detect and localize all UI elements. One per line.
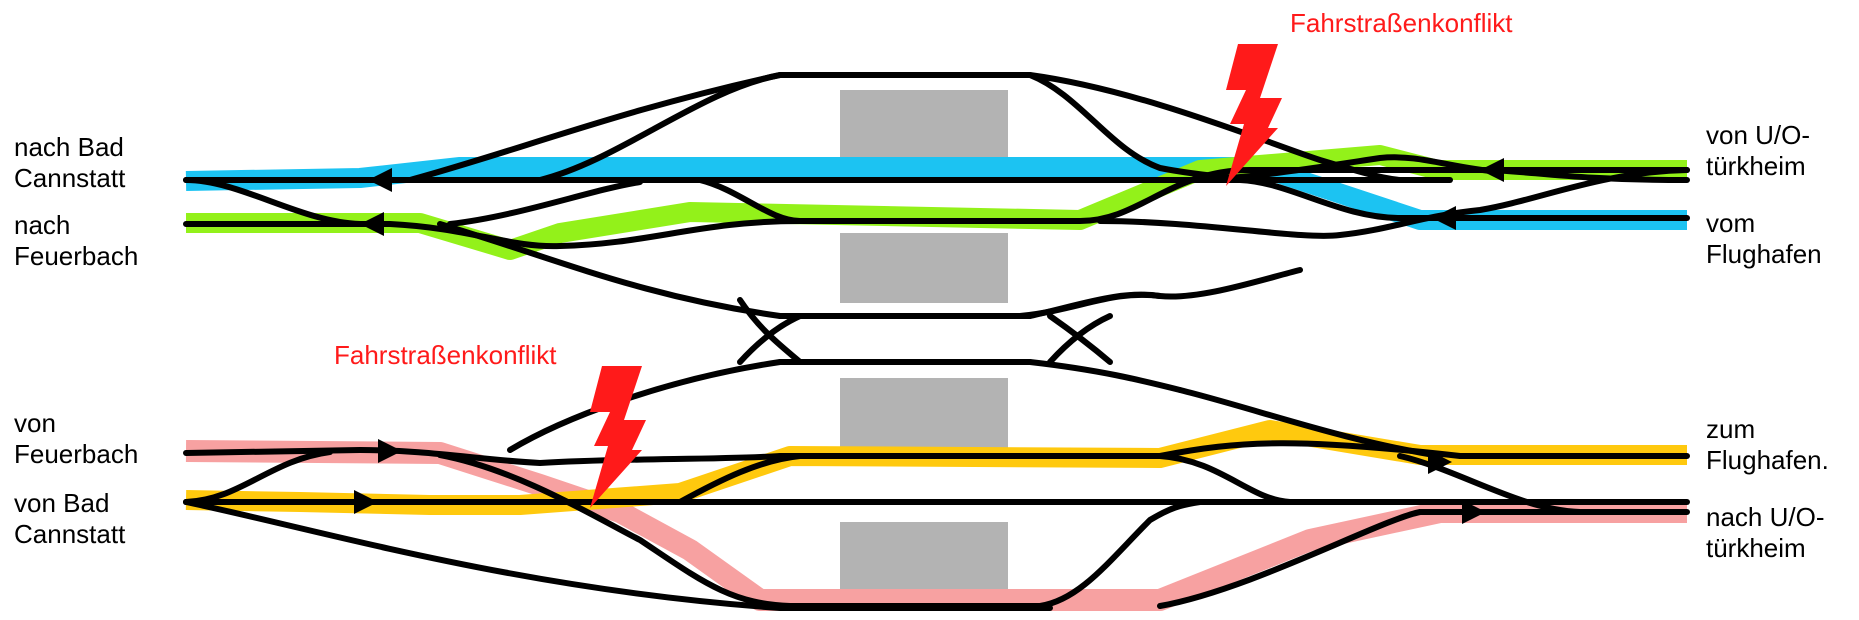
conflict-markers xyxy=(590,44,1282,508)
track xyxy=(737,313,803,365)
conflict-label-bottom: Fahrstraßenkonflikt xyxy=(334,340,557,370)
label-nach-feuerbach: nach Feuerbach xyxy=(14,210,139,271)
track xyxy=(183,449,333,505)
arrow-right-icon xyxy=(1428,450,1452,474)
label-von-bad-cannstatt: von Bad Cannstatt xyxy=(14,488,126,549)
track xyxy=(1397,453,1583,515)
track xyxy=(447,179,643,227)
track xyxy=(183,177,363,227)
lightning-bolt-icon xyxy=(1226,44,1282,186)
track xyxy=(537,72,1253,183)
track xyxy=(1157,509,1690,609)
arrow-left-icon xyxy=(360,212,384,236)
track xyxy=(1047,313,1113,365)
track xyxy=(183,440,1690,466)
track xyxy=(697,177,803,224)
tracks xyxy=(183,72,1690,611)
arrow-right-icon xyxy=(354,490,378,514)
platform-4 xyxy=(840,522,1008,592)
track xyxy=(1027,267,1303,319)
arrow-left-icon xyxy=(368,168,392,192)
platform-3 xyxy=(840,378,1008,448)
label-nach-uo-tuerkheim: nach U/O- türkheim xyxy=(1706,502,1825,563)
platform-1 xyxy=(840,90,1008,160)
track xyxy=(1157,453,1293,505)
platform-2 xyxy=(840,233,1008,303)
arrows xyxy=(354,158,1504,524)
track xyxy=(437,452,1203,609)
label-von-uo-tuerkheim: von U/O- türkheim xyxy=(1706,120,1811,181)
label-nach-bad-cannstatt: nach Bad Cannstatt xyxy=(14,132,126,193)
track xyxy=(183,499,1053,611)
platforms xyxy=(840,90,1008,592)
lightning-bolt-icon xyxy=(590,366,646,508)
track xyxy=(507,359,783,453)
route-green xyxy=(186,145,1687,260)
track xyxy=(1027,72,1403,183)
track xyxy=(1237,177,1403,221)
arrow-left-icon xyxy=(1432,206,1456,230)
track xyxy=(1177,387,1443,459)
conflict-label-top: Fahrstraßenkonflikt xyxy=(1290,8,1513,38)
track xyxy=(677,453,803,505)
arrow-left-icon xyxy=(1480,158,1504,182)
track xyxy=(1097,167,1690,239)
label-vom-flughafen: vom Flughafen xyxy=(1706,208,1822,269)
track xyxy=(1027,359,1183,393)
label-von-feuerbach: von Feuerbach xyxy=(14,408,139,469)
arrow-right-icon xyxy=(1462,500,1486,524)
arrow-right-icon xyxy=(378,439,402,463)
label-zum-flughafen: zum Flughafen. xyxy=(1706,414,1829,475)
track xyxy=(407,72,783,183)
